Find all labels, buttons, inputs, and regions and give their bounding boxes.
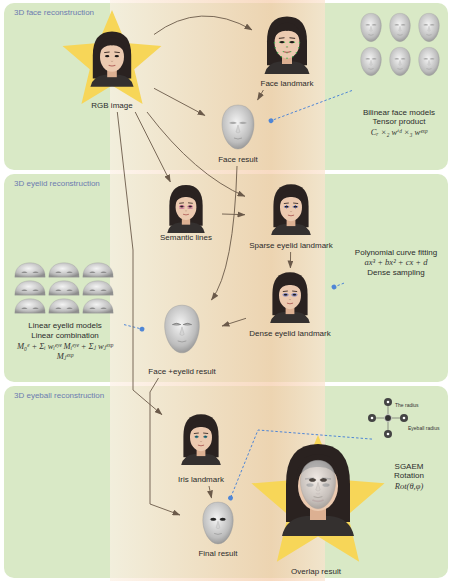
- caption: Dense eyelid landmark: [249, 329, 330, 339]
- caption: Final result: [198, 549, 237, 559]
- image-panel: Bilinear face modelsTensor productCᵣ ×₂ …: [352, 8, 446, 138]
- stage-band: 3D eyeball reconstructionIris landmark SG…: [4, 386, 448, 578]
- caption: RGB image: [91, 101, 132, 111]
- flow-arrow: [150, 378, 180, 515]
- face-mesh: [165, 305, 200, 353]
- caption: Linear combination: [31, 331, 99, 341]
- image-panel: Iris landmark: [162, 410, 240, 486]
- flow-arrow: [258, 90, 264, 100]
- flow-arrow: [154, 16, 252, 34]
- caption: Overlap result: [291, 567, 341, 577]
- face-photo: [90, 32, 133, 87]
- stage-title: 3D eyelid reconstruction: [14, 179, 100, 189]
- star: [63, 10, 162, 104]
- model-link: [271, 91, 352, 121]
- image-panel: RGB image: [70, 20, 154, 112]
- face-photo: [270, 272, 310, 323]
- annotation-label: Eyeball radius: [408, 425, 439, 431]
- image-panel: Sparse eyelid landmark: [245, 180, 337, 252]
- caption: Semantic lines: [160, 233, 212, 243]
- caption: Iris landmark: [178, 475, 224, 485]
- image-panel: Face result: [205, 100, 271, 166]
- flow-arrow: [147, 112, 245, 196]
- caption: SGAEM: [395, 462, 424, 472]
- face-photo: [167, 185, 205, 233]
- flow-arrow: [154, 88, 205, 115]
- face-mesh: [222, 105, 254, 149]
- formula: M₀ᵉ + Σᵢ wᵢᵉʸᵉ Mᵢᵉʸᵉ + Σⱼ wⱼᵉˣᵖ Mⱼᵉˣᵖ: [8, 341, 122, 361]
- image-panel: Final result: [180, 498, 256, 560]
- formula: Cᵣ ×₂ wⁱᵈ ×₃ wᵉˣᵖ: [371, 127, 427, 137]
- process-note: Polynomial curve fittingax³ + bx² + cx +…: [344, 238, 448, 288]
- stage-title: 3D eyeball reconstruction: [14, 391, 104, 401]
- caption: Face landmark: [261, 79, 314, 89]
- label-holder: Eyeball radius: [408, 416, 439, 434]
- caption: Rotation: [394, 471, 424, 481]
- image-panel: Overlap result: [262, 440, 370, 578]
- flow-arrow: [211, 166, 237, 300]
- model-grid: [361, 13, 440, 75]
- face-photo: [271, 184, 311, 235]
- caption: Tensor product: [373, 117, 426, 127]
- caption: Sparse eyelid landmark: [249, 241, 333, 251]
- image-panel: Linear eyelid modelsLinear combinationM₀…: [6, 258, 124, 362]
- stage-title: 3D face reconstruction: [14, 8, 94, 18]
- flow-arrow: [135, 112, 170, 182]
- caption: Face +eyelid result: [148, 367, 215, 377]
- formula: ax³ + bx² + cx + d: [365, 257, 428, 267]
- caption: Face result: [218, 155, 258, 165]
- caption: Dense sampling: [367, 268, 424, 278]
- face-photo: [282, 444, 354, 536]
- face-mesh: [203, 502, 233, 544]
- stage-band: 3D eyelid reconstructionSemantic linesSp…: [4, 174, 448, 382]
- image-panel: Semantic lines: [150, 182, 222, 244]
- star: [251, 435, 384, 562]
- caption: Polynomial curve fitting: [355, 248, 437, 258]
- face-mesh: [300, 460, 335, 508]
- flow-arrow: [222, 214, 245, 216]
- model-link: [231, 430, 373, 498]
- caption: Bilinear face models: [363, 108, 435, 118]
- stage-band: 3D face reconstructionRGB image Face land…: [4, 3, 448, 170]
- image-panel: Face landmark: [252, 10, 322, 90]
- annotation-label: The radius: [395, 402, 419, 408]
- flow-arrow: [222, 318, 246, 326]
- face-photo: [265, 17, 310, 75]
- eyelid-model-grid: [15, 263, 113, 313]
- image-panel: Dense eyelid landmark: [246, 268, 334, 340]
- image-panel: Face +eyelid result: [142, 300, 222, 378]
- model-link: [334, 283, 344, 287]
- flow-arrow: [290, 252, 291, 268]
- flow-arrow: [209, 486, 212, 498]
- caption: Linear eyelid models: [28, 321, 101, 331]
- formula: Rot(θ,φ): [395, 481, 423, 491]
- face-photo: [181, 414, 221, 465]
- label-holder: The radius: [395, 393, 419, 411]
